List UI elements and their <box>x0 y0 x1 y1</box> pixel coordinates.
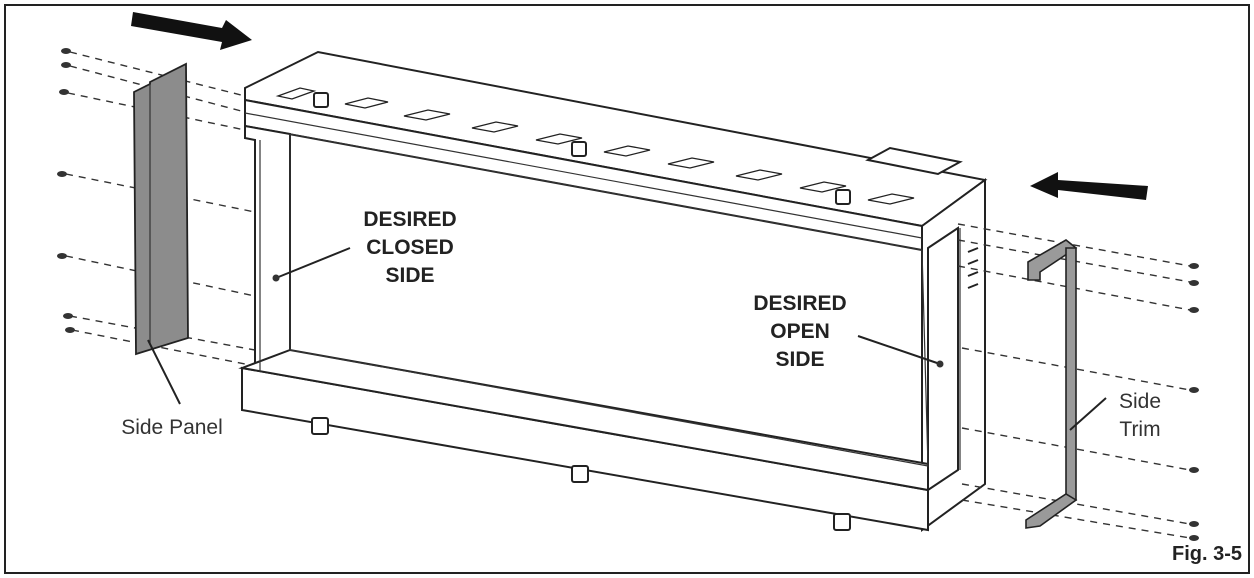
top-vent-slots <box>275 87 915 205</box>
figure-border <box>4 4 1250 574</box>
side-panel-part <box>133 62 189 356</box>
open-side-label-line3: SIDE <box>775 348 824 371</box>
leader-lines <box>147 247 1107 431</box>
arrow-right-icon <box>131 12 252 50</box>
fireplace-unit <box>238 50 988 532</box>
closed-side-label-line3: SIDE <box>385 264 434 287</box>
open-side-label-line2: OPEN <box>770 320 830 343</box>
right-screws <box>1189 263 1199 541</box>
open-side-label-line1: DESIRED <box>753 292 846 315</box>
side-panel-label: Side Panel <box>121 416 223 439</box>
side-trim-label-line2: Trim <box>1119 418 1160 441</box>
arrow-left-icon <box>1030 172 1148 200</box>
side-trim-label-line1: Side <box>1119 390 1161 413</box>
side-trim-part <box>1025 239 1078 529</box>
closed-side-label-line1: DESIRED <box>363 208 456 231</box>
left-screws <box>57 48 75 333</box>
closed-side-label-line2: CLOSED <box>366 236 454 259</box>
figure-number: Fig. 3-5 <box>1172 543 1242 565</box>
